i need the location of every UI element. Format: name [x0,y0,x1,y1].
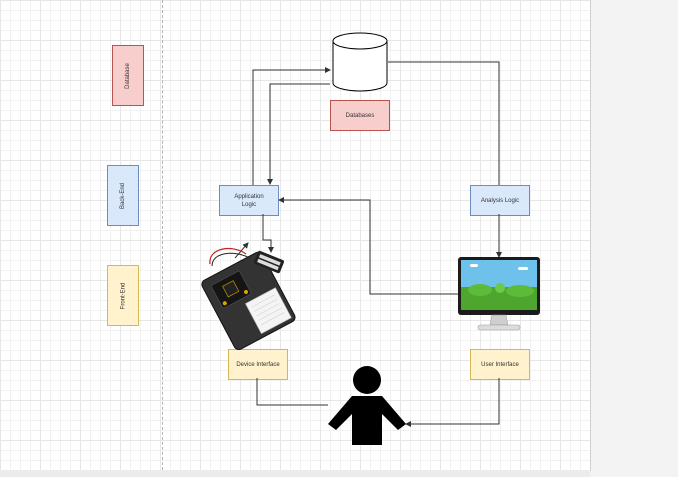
edge-database-to-analysis [388,61,500,185]
user-interface-label: User Interface [481,361,519,368]
battery-pack-icon[interactable] [253,250,284,274]
diagram-canvas[interactable]: Database Back-End Front-End Databases Ap… [0,0,591,471]
databases-label: Databases [345,112,375,119]
edge-applogic-to-database[interactable] [252,67,331,185]
device-interface-box[interactable]: Device Interface [228,349,288,380]
edge-database-to-applogic[interactable] [267,83,330,185]
user-interface-box[interactable]: User Interface [470,349,530,380]
edge-monitor-to-applogic[interactable] [278,197,458,295]
edge-deviceinterface-to-person [256,378,328,406]
edge-userinterface-to-person[interactable] [405,378,500,427]
edge-device-to-applogic[interactable] [234,242,249,259]
device-interface-label: Device Interface [236,361,280,368]
monitor-icon[interactable] [458,257,540,331]
microbit-device-icon[interactable] [200,247,297,352]
legend-frontend[interactable]: Front-End [107,265,139,326]
analysis-logic-box[interactable]: Analysis Logic [470,185,530,216]
legend-backend[interactable]: Back-End [107,165,139,226]
horizontal-scrollbar[interactable] [0,470,590,477]
person-icon[interactable] [328,366,406,445]
application-logic-label-line1: Application [234,193,264,200]
analysis-logic-label: Analysis Logic [480,197,520,204]
application-logic-label-line2: Logic [241,201,257,208]
legend-database[interactable]: Database [112,45,144,106]
layer-divider [162,0,163,470]
databases-box[interactable]: Databases [330,100,390,131]
edge-applogic-to-battery[interactable] [262,214,274,253]
connectors [234,61,502,427]
diagram-graphics [200,32,540,445]
database-cylinder-icon[interactable] [332,32,388,92]
